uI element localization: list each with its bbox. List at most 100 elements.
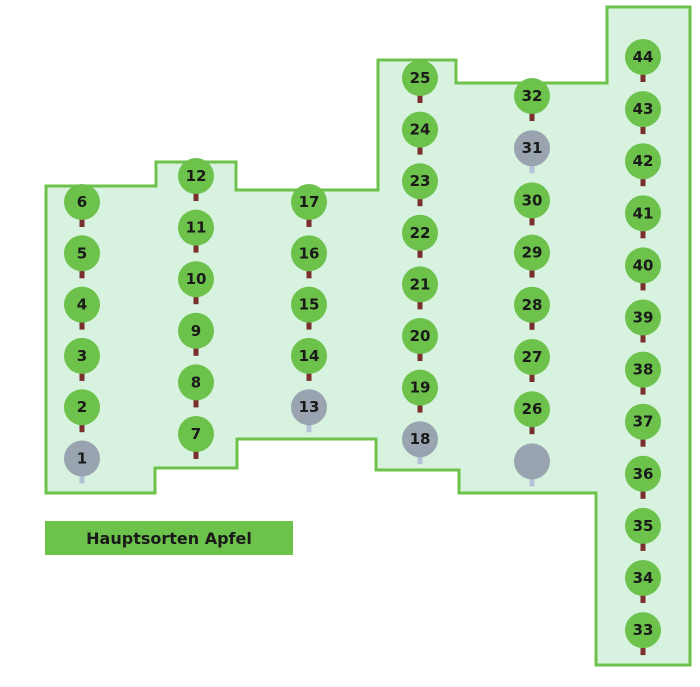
tree-trunk	[193, 188, 199, 201]
tree-row-6: 44 43 42 41 40 39 38 37 36 35 34 33	[625, 39, 661, 656]
tree-trunk	[529, 421, 535, 435]
tree-crown	[291, 184, 327, 220]
tree-crown	[291, 235, 327, 272]
tree-number-label: 7	[191, 425, 201, 443]
tree-crown	[402, 318, 438, 354]
tree-number-label: 44	[633, 48, 654, 66]
empty-tree-spot: 13	[291, 389, 327, 433]
apple-tree: 9	[178, 312, 214, 356]
tree-trunk	[640, 537, 646, 551]
tree-number-label: 25	[410, 69, 431, 87]
tree-crown	[178, 209, 214, 246]
apple-tree: 33	[625, 612, 661, 656]
tree-number-label: 10	[186, 270, 207, 288]
apple-tree: 41	[625, 195, 661, 239]
tree-trunk	[79, 214, 85, 227]
apple-tree: 38	[625, 351, 661, 395]
tree-trunk	[306, 367, 312, 381]
tree-crown	[178, 364, 214, 401]
tree-number-label: 37	[633, 413, 654, 431]
apple-tree: 39	[625, 299, 661, 343]
tree-trunk	[640, 121, 646, 135]
tree-crown	[514, 443, 550, 480]
apple-tree: 44	[625, 39, 661, 82]
tree-number-label: 12	[186, 167, 207, 185]
apple-tree: 5	[64, 235, 100, 279]
apple-tree: 16	[291, 235, 327, 279]
apple-tree: 2	[64, 389, 100, 433]
tree-trunk	[529, 264, 535, 278]
tree-trunk	[417, 348, 423, 361]
tree-crown	[514, 182, 550, 219]
tree-trunk	[417, 399, 423, 413]
tree-crown	[291, 389, 327, 426]
tree-crown	[625, 455, 661, 492]
tree-trunk	[529, 316, 535, 330]
tree-crown	[625, 507, 661, 544]
tree-number-label: 36	[633, 465, 654, 483]
apple-tree: 3	[64, 337, 100, 381]
tree-number-label: 35	[633, 517, 654, 535]
tree-crown	[625, 351, 661, 388]
apple-tree: 23	[402, 163, 438, 207]
tree-crown	[625, 91, 661, 128]
tree-crown	[178, 261, 214, 298]
tree-trunk	[193, 394, 199, 408]
tree-number-label: 27	[522, 348, 543, 366]
tree-crown	[402, 369, 438, 406]
tree-crown	[402, 214, 438, 251]
tree-trunk	[640, 642, 646, 656]
tree-trunk	[306, 265, 312, 279]
tree-trunk	[529, 108, 535, 121]
apple-tree: 35	[625, 507, 661, 551]
tree-trunk	[417, 90, 423, 103]
tree-crown	[291, 286, 327, 323]
tree-number-label: 32	[522, 87, 543, 105]
tree-trunk	[306, 419, 312, 433]
apple-tree: 40	[625, 247, 661, 291]
apple-tree: 6	[64, 184, 100, 227]
apple-tree: 20	[402, 318, 438, 361]
tree-trunk	[640, 225, 646, 239]
tree-trunk	[640, 433, 646, 447]
tree-number-label: 14	[299, 347, 320, 365]
tree-crown	[625, 247, 661, 284]
tree-number-label: 38	[633, 361, 654, 379]
tree-number-label: 2	[77, 398, 87, 416]
tree-trunk	[193, 239, 199, 253]
tree-number-label: 4	[77, 296, 87, 314]
tree-number-label: 41	[633, 204, 654, 222]
apple-tree: 30	[514, 182, 550, 226]
tree-crown	[514, 234, 550, 271]
tree-crown	[625, 195, 661, 232]
empty-tree-spot: 31	[514, 130, 550, 174]
apple-tree: 42	[625, 143, 661, 187]
tree-crown	[625, 39, 661, 75]
apple-tree: 34	[625, 560, 661, 603]
apple-tree: 27	[514, 339, 550, 382]
tree-trunk	[529, 473, 535, 487]
tree-number-label: 13	[299, 398, 320, 416]
trees-layer: 6543211211109871716151413252423222120191…	[64, 39, 661, 656]
tree-trunk	[193, 291, 199, 305]
tree-crown	[514, 286, 550, 323]
tree-crown	[402, 421, 438, 458]
tree-trunk	[417, 296, 423, 310]
tree-trunk	[417, 244, 423, 258]
tree-trunk	[529, 369, 535, 382]
apple-tree: 4	[64, 286, 100, 330]
tree-crown	[625, 560, 661, 596]
tree-trunk	[640, 277, 646, 291]
tree-number-label: 3	[77, 347, 87, 365]
tree-number-label: 5	[77, 244, 87, 262]
tree-number-label: 43	[633, 100, 654, 118]
tree-number-label: 33	[633, 621, 654, 639]
orchard-area	[44, 5, 692, 667]
tree-number-label: 30	[522, 191, 543, 209]
tree-trunk	[306, 214, 312, 227]
tree-number-label: 6	[77, 193, 87, 211]
